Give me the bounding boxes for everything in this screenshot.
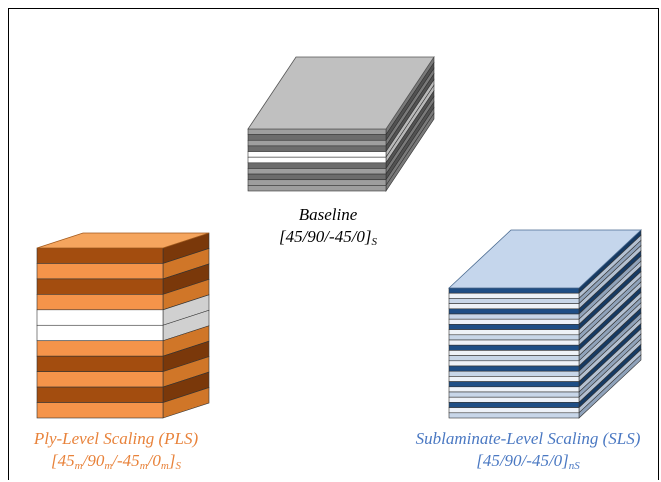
sls-ply-front [448,407,580,414]
sls-laminate-stack [447,229,643,419]
sls-ply-front [448,329,580,336]
sls-ply-front [448,303,580,310]
sls-ply-front [448,318,580,325]
pls-top-face [36,232,210,249]
baseline-caption: Baseline [45/90/-45/0]S [248,204,408,253]
pls-ply-front [36,324,164,342]
figure-frame [8,8,659,480]
pls-ply-front [36,294,164,311]
pls-ply-front [36,371,164,388]
baseline-ply-front [247,128,387,135]
sls-ply-front [448,298,580,304]
pls-caption: Ply-Level Scaling (PLS) [45m/90m/-45m/0m… [0,428,232,477]
sls-top-face [447,229,643,289]
pls-ply-front [36,340,164,357]
pls-ply-front [36,355,164,372]
sls-ply-front [448,308,580,315]
sls-ply-front [448,334,580,341]
sls-title: Sublaminate-Level Scaling (SLS) [415,429,641,448]
baseline-ply-front [247,156,387,164]
pls-ply-front [36,247,164,264]
baseline-ply-front [247,162,387,169]
sls-ply-front [448,344,580,351]
sls-ply-front [448,396,580,403]
sls-ply-front [448,386,580,393]
baseline-ply-front [247,173,387,181]
baseline-ply-front [247,134,387,141]
baseline-top-face [247,56,435,130]
baseline-ply-front [247,145,387,152]
sls-ply-front [448,355,580,362]
sls-ply-front [448,324,580,330]
sls-ply-front [448,376,580,382]
sls-layup: [45/90/-45/0]nS [476,451,580,472]
pls-ply-front [36,402,164,419]
sls-ply-front [448,365,580,372]
baseline-ply-front [247,151,387,158]
sls-ply-front [448,412,580,419]
baseline-ply-front [247,185,387,192]
pls-title: Ply-Level Scaling (PLS) [33,429,199,448]
sls-ply-front [448,292,580,299]
baseline-ply-front [247,139,387,147]
sls-ply-front [448,402,580,408]
pls-ply-front [36,278,164,295]
sls-caption: Sublaminate-Level Scaling (SLS) [45/90/-… [392,428,661,477]
sls-ply-front [448,391,580,398]
pls-layup: [45m/90m/-45m/0m]S [51,451,181,472]
baseline-ply-front [247,179,387,186]
pls-laminate-stack [36,232,210,419]
sls-ply-front [448,313,580,320]
pls-ply-front [36,386,164,403]
baseline-title: Baseline [298,205,358,224]
sls-ply-front [448,287,580,294]
sls-ply-front [448,339,580,346]
sls-ply-front [448,381,580,388]
sls-ply-front [448,370,580,377]
baseline-layup: [45/90/-45/0]S [278,227,378,248]
baseline-laminate-stack [247,56,435,192]
sls-ply-front [448,350,580,356]
sls-ply-front [448,360,580,367]
pls-ply-front [36,263,164,280]
baseline-ply-front [247,168,387,175]
pls-ply-front [36,309,164,326]
